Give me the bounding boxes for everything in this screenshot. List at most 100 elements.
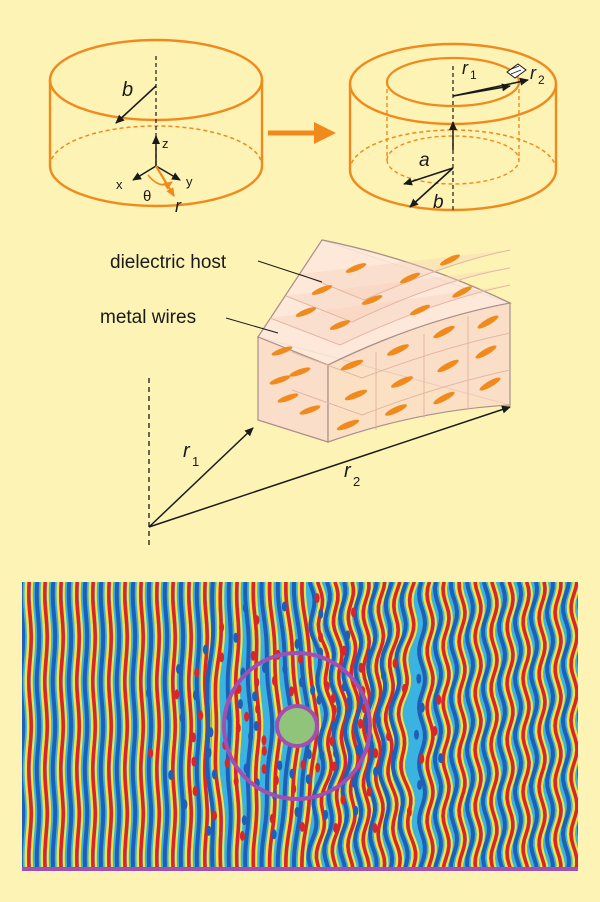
- field-stripe: [330, 582, 349, 870]
- field-stripe: [560, 582, 572, 870]
- field-blob: [330, 693, 336, 704]
- field-stripe: [556, 582, 566, 870]
- radius-a-arrow: [403, 167, 454, 186]
- field-stripe: [337, 582, 353, 870]
- field-stripe: [205, 582, 216, 870]
- field-blob: [366, 786, 372, 797]
- field-blob: [174, 689, 180, 700]
- field-stripe: [16, 582, 18, 870]
- field-stripe: [502, 582, 512, 870]
- field-stripe: [123, 582, 129, 870]
- field-stripe: [98, 582, 106, 870]
- field-blob: [281, 601, 287, 612]
- r2-arrow: [452, 77, 529, 97]
- field-stripe: [508, 582, 518, 870]
- field-blob: [244, 711, 250, 722]
- field-blob: [191, 732, 196, 743]
- field-blob: [272, 675, 277, 686]
- cloak-outer-ring: [222, 651, 372, 801]
- shell-label-r1-sub: 1: [192, 454, 199, 469]
- field-stripe: [62, 582, 68, 870]
- field-stripe: [237, 582, 243, 870]
- field-blob: [168, 770, 174, 780]
- field-blob: [206, 747, 212, 758]
- field-stripe: [422, 582, 432, 870]
- field-blob: [355, 744, 361, 755]
- field-blob: [416, 673, 422, 684]
- field-stripe: [364, 582, 379, 870]
- field-stripe: [486, 582, 496, 870]
- field-stripe: [425, 582, 435, 870]
- field-stripe: [72, 582, 78, 870]
- field-stripe: [361, 582, 372, 870]
- field-blob: [358, 662, 364, 673]
- field-blob: [261, 735, 267, 746]
- field-blob: [323, 809, 329, 820]
- field-stripe: [139, 582, 145, 870]
- label-b: b: [122, 79, 133, 101]
- field-blob: [375, 715, 381, 726]
- field-blob: [289, 768, 295, 779]
- axis-y-label: y: [186, 174, 193, 189]
- radius-b-arrow-right: [409, 167, 454, 208]
- field-stripe: [13, 582, 15, 870]
- field-blob: [381, 670, 386, 681]
- small-element-icon: [506, 63, 527, 79]
- field-stripe: [194, 582, 202, 870]
- cloak-inner-core: [275, 704, 319, 748]
- field-stripe: [190, 582, 196, 870]
- field-stripe: [22, 582, 26, 870]
- field-stripe: [130, 582, 138, 870]
- field-blob: [324, 681, 330, 692]
- metal-wires: [269, 254, 501, 431]
- field-stripe: [505, 582, 515, 870]
- cylinder-left: b z x y θ r: [48, 38, 264, 216]
- field-stripe: [400, 582, 420, 870]
- shell-label-r2-sub: 2: [353, 474, 360, 489]
- field-blob: [242, 602, 248, 613]
- field-stripe: [553, 582, 563, 870]
- field-stripe: [104, 582, 110, 870]
- field-stripe: [312, 582, 333, 870]
- field-blob: [248, 731, 254, 742]
- field-blob: [241, 815, 247, 826]
- field-stripe: [34, 582, 42, 870]
- field-stripe: [82, 582, 90, 870]
- shell-r2-arrow: [148, 405, 511, 528]
- field-stripe: [576, 595, 578, 837]
- field-blob: [331, 761, 337, 772]
- field-blob: [342, 681, 347, 692]
- field-stripe: [243, 582, 254, 870]
- field-stripe: [225, 582, 233, 870]
- field-blob: [386, 731, 392, 742]
- field-blob: [318, 632, 324, 643]
- field-stripe: [343, 582, 357, 870]
- field-stripe: [388, 582, 410, 870]
- field-stripe: [30, 582, 36, 870]
- field-stripe: [328, 582, 346, 870]
- field-stripe: [78, 582, 84, 870]
- field-blob: [372, 823, 378, 834]
- field-stripe: [544, 582, 556, 870]
- field-stripe: [40, 582, 46, 870]
- cylinder-right: r 1 r 2 a b: [348, 42, 558, 213]
- field-blob: [289, 686, 294, 697]
- field-stripe: [27, 582, 33, 870]
- field-blob: [315, 762, 321, 773]
- field-stripe: [114, 582, 122, 870]
- shell-label-r2: r: [344, 460, 352, 482]
- field-blob: [206, 825, 212, 836]
- field-stripe: [174, 582, 180, 870]
- label-r1-sub: 1: [470, 68, 477, 82]
- field-stripe: [438, 582, 448, 870]
- field-stripe: [259, 582, 275, 870]
- field-blob: [219, 622, 225, 633]
- radial-vector: [155, 165, 175, 197]
- field-blob: [182, 799, 188, 810]
- field-stripe: [381, 582, 399, 870]
- field-blob: [319, 750, 325, 761]
- field-stripe: [584, 582, 590, 870]
- field-blob: [179, 712, 185, 723]
- field-stripe: [375, 582, 395, 870]
